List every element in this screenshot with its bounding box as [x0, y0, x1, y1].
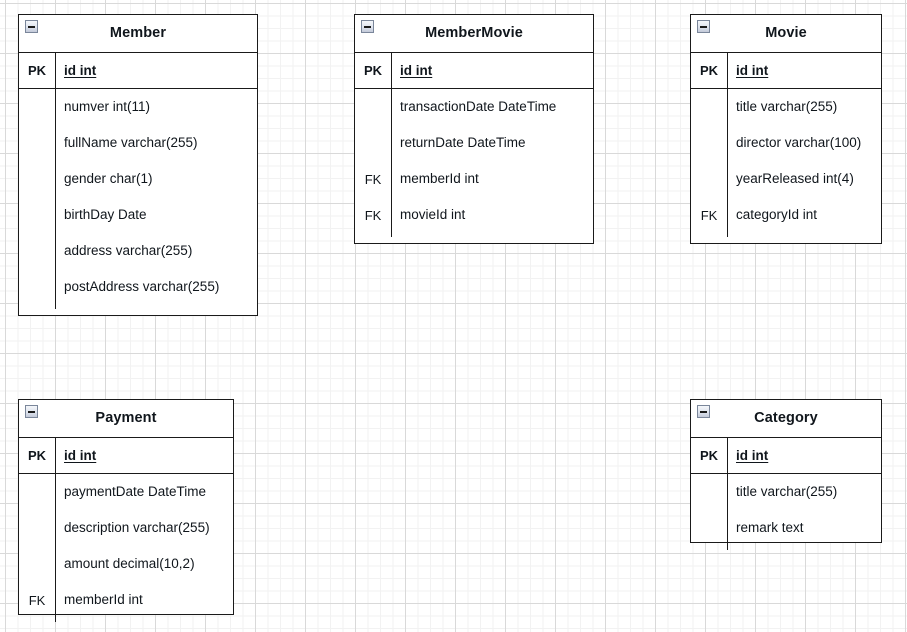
- field-name: movieId int: [400, 207, 466, 223]
- field-row[interactable]: postAddress varchar(255): [19, 269, 257, 305]
- field-name: memberId int: [64, 592, 143, 608]
- key-column-divider: [55, 53, 56, 309]
- field-name: returnDate DateTime: [400, 135, 526, 151]
- field-row[interactable]: amount decimal(10,2): [19, 546, 233, 582]
- field-name: numver int(11): [64, 99, 151, 115]
- field-row[interactable]: FK memberId int: [19, 582, 233, 618]
- minus-box-icon[interactable]: [25, 405, 38, 418]
- field-row-primary-key[interactable]: PK id int: [19, 53, 257, 89]
- field-name: amount decimal(10,2): [64, 556, 195, 572]
- field-name: id int: [64, 447, 97, 463]
- field-row[interactable]: gender char(1): [19, 161, 257, 197]
- key-column-divider: [727, 438, 728, 550]
- field-row[interactable]: director varchar(100): [691, 125, 881, 161]
- field-name: transactionDate DateTime: [400, 99, 557, 115]
- field-row[interactable]: yearReleased int(4): [691, 161, 881, 197]
- entity-field-list: PK id int paymentDate DateTime description …: [19, 438, 233, 632]
- foreign-key-label: FK: [364, 171, 382, 187]
- entity-field-list: PK id int title varchar(255) remark text: [691, 438, 881, 560]
- entity-title: Category: [754, 410, 818, 427]
- entity-field-list: PK id int transactionDate DateTime returnDa…: [355, 53, 593, 247]
- field-name: memberId int: [400, 171, 479, 187]
- field-name: address varchar(255): [64, 243, 193, 259]
- field-name: paymentDate DateTime: [64, 484, 207, 500]
- key-column-divider: [55, 438, 56, 622]
- field-name: categoryId int: [736, 207, 818, 223]
- entity-header: MemberMovie: [355, 15, 593, 53]
- field-row[interactable]: birthDay Date: [19, 197, 257, 233]
- entity-title: Payment: [95, 410, 157, 427]
- entity-header: Movie: [691, 15, 881, 53]
- entity-header: Member: [19, 15, 257, 53]
- field-row[interactable]: FK categoryId int: [691, 197, 881, 233]
- foreign-key-label: FK: [28, 592, 46, 608]
- entity-title: Movie: [765, 25, 807, 42]
- entity-body-padding: [691, 546, 881, 560]
- minus-box-icon[interactable]: [697, 20, 710, 33]
- field-name: gender char(1): [64, 171, 153, 187]
- field-row-primary-key[interactable]: PK id int: [691, 438, 881, 474]
- primary-key-label: PK: [27, 448, 47, 463]
- field-row-primary-key[interactable]: PK id int: [19, 438, 233, 474]
- entity-field-list: PK id int numver int(11) fullName varchar(2…: [19, 53, 257, 319]
- field-row[interactable]: FK memberId int: [355, 161, 593, 197]
- field-row[interactable]: transactionDate DateTime: [355, 89, 593, 125]
- field-row[interactable]: title varchar(255): [691, 89, 881, 125]
- field-name: id int: [400, 62, 433, 78]
- field-row[interactable]: address varchar(255): [19, 233, 257, 269]
- primary-key-label: PK: [699, 448, 719, 463]
- field-row[interactable]: title varchar(255): [691, 474, 881, 510]
- entity-header: Payment: [19, 400, 233, 438]
- field-name: id int: [64, 62, 97, 78]
- field-row[interactable]: description varchar(255): [19, 510, 233, 546]
- field-name: postAddress varchar(255): [64, 279, 220, 295]
- field-row[interactable]: fullName varchar(255): [19, 125, 257, 161]
- key-column-divider: [391, 53, 392, 237]
- entity-title: Member: [109, 25, 167, 42]
- minus-box-icon[interactable]: [697, 405, 710, 418]
- field-row-primary-key[interactable]: PK id int: [355, 53, 593, 89]
- entity-header: Category: [691, 400, 881, 438]
- foreign-key-label: FK: [700, 207, 718, 223]
- minus-box-icon[interactable]: [25, 20, 38, 33]
- field-row-primary-key[interactable]: PK id int: [691, 53, 881, 89]
- field-name: director varchar(100): [736, 135, 862, 151]
- entity-body-padding: [19, 618, 233, 632]
- field-name: id int: [736, 447, 769, 463]
- field-name: birthDay Date: [64, 207, 147, 223]
- field-row[interactable]: returnDate DateTime: [355, 125, 593, 161]
- primary-key-label: PK: [699, 63, 719, 78]
- field-name: id int: [736, 62, 769, 78]
- field-name: yearReleased int(4): [736, 171, 854, 187]
- minus-box-icon[interactable]: [361, 20, 374, 33]
- field-name: fullName varchar(255): [64, 135, 198, 151]
- field-name: title varchar(255): [736, 484, 838, 500]
- field-row[interactable]: numver int(11): [19, 89, 257, 125]
- foreign-key-label: FK: [364, 207, 382, 223]
- primary-key-label: PK: [27, 63, 47, 78]
- entity-title: MemberMovie: [425, 25, 523, 42]
- field-row[interactable]: paymentDate DateTime: [19, 474, 233, 510]
- key-column-divider: [727, 53, 728, 237]
- field-name: remark text: [736, 520, 804, 536]
- field-name: description varchar(255): [64, 520, 210, 536]
- field-name: title varchar(255): [736, 99, 838, 115]
- field-row[interactable]: FK movieId int: [355, 197, 593, 233]
- entity-body-padding: [691, 233, 881, 247]
- field-row[interactable]: remark text: [691, 510, 881, 546]
- primary-key-label: PK: [363, 63, 383, 78]
- entity-field-list: PK id int title varchar(255) director varch…: [691, 53, 881, 247]
